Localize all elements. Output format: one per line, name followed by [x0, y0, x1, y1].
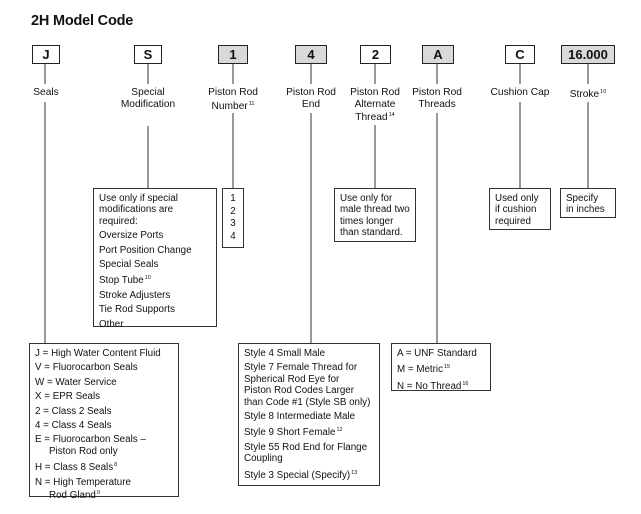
list-item: Port Position Change [99, 244, 192, 256]
footnote-ref: 10 [600, 89, 607, 95]
list-item: Tie Rod Supports [99, 304, 175, 316]
code-box-alternate-thread: 2 [360, 45, 391, 64]
label-line: Seals [33, 87, 59, 98]
diagram-title: 2H Model Code [31, 13, 134, 29]
label-special-modification: Special Modification [113, 87, 183, 110]
box-text: Use only if special [99, 193, 178, 204]
label-line: Piston Rod [350, 87, 400, 98]
code-box-cushion-cap: C [505, 45, 535, 64]
footnote-ref: 14 [388, 112, 395, 118]
label-piston-rod-end: Piston Rod End [282, 87, 340, 110]
footnote-ref: 15 [444, 364, 451, 371]
code-value: 4 [307, 47, 315, 62]
list-item: V = Fluorocarbon Seals [35, 362, 138, 374]
cushion-box: Used only if cushion required [489, 188, 551, 230]
label-cushion-cap: Cushion Cap [485, 87, 555, 99]
footnote-ref: 8 [114, 462, 118, 469]
box-text: times longer [340, 215, 394, 227]
threads-box: A = UNF Standard M = Metric15 N = No Thr… [391, 343, 491, 392]
stroke-box: Specify in inches [560, 188, 616, 218]
footnote-ref: 9 [96, 490, 100, 497]
code-value: C [515, 47, 525, 62]
list-item: Oversize Ports [99, 230, 164, 242]
list-item: Special Seals [99, 259, 159, 271]
code-value: 1 [229, 47, 237, 62]
label-line: Modification [120, 98, 176, 110]
label-line: Piston Rod [208, 87, 258, 98]
list-item: H = Class 8 Seals8 [35, 462, 118, 474]
list-item: Other [99, 318, 124, 330]
code-box-stroke: 16.000 [561, 45, 615, 64]
list-item: 2 [230, 205, 236, 217]
box-text: than standard. [340, 227, 403, 239]
list-item: 4 [230, 230, 236, 242]
list-item: 3 [230, 218, 236, 229]
box-text: Use only for [340, 193, 393, 204]
footnote-ref: 13 [351, 469, 358, 476]
list-item: Style 4 Small Male [244, 348, 326, 359]
list-item: M = Metric15 [397, 364, 451, 376]
code-box-special-modification: S [134, 45, 162, 64]
footnote-ref: 10 [144, 275, 151, 282]
box-text: male thread two [340, 204, 410, 216]
footnote-ref: 16 [462, 380, 469, 387]
code-box-piston-rod-threads: A [422, 45, 454, 64]
code-value: A [433, 47, 443, 62]
box-text: in inches [566, 204, 605, 216]
list-item: N = No Thread16 [397, 380, 469, 392]
label-line: Stroke [569, 89, 600, 100]
code-box-piston-rod-number: 1 [218, 45, 248, 64]
list-item: Style 8 Intermediate Male [244, 411, 356, 423]
list-item: Stroke Adjusters [99, 289, 171, 301]
label-line: Special [131, 87, 165, 98]
list-item: A = UNF Standard [397, 348, 477, 359]
label-line: Thread [355, 112, 388, 123]
label-line: Alternate [354, 98, 396, 110]
list-item: Style 9 Short Female12 [244, 427, 343, 439]
list-item: J = High Water Content Fluid [35, 348, 161, 359]
label-alternate-thread: Piston Rod Alternate Thread14 [345, 87, 405, 124]
list-item: 2 = Class 2 Seals [35, 405, 112, 417]
footnote-ref: 12 [336, 427, 343, 434]
footnote-ref: 11 [248, 100, 255, 107]
special-modification-box: Use only if special modifications are re… [93, 188, 217, 330]
code-value: 2 [371, 47, 380, 62]
list-item: W = Water Service [35, 376, 117, 388]
alternate-thread-box: Use only for male thread two times longe… [334, 188, 416, 242]
code-value: 16.000 [568, 47, 608, 62]
box-text: modifications are [99, 204, 174, 216]
label-line: Piston Rod [412, 87, 462, 98]
box-text: Specify [566, 193, 599, 204]
label-piston-rod-number: Piston Rod Number11 [200, 87, 266, 112]
box-text: required: [99, 215, 138, 227]
list-item: E = Fluorocarbon Seals –Piston Rod only [35, 434, 146, 457]
box-text: Used only [495, 193, 539, 204]
label-seals: Seals [26, 87, 66, 99]
label-line: Number [211, 100, 248, 112]
list-item: 1 [230, 193, 236, 204]
code-box-seals: J [32, 45, 60, 64]
label-line: Threads [418, 98, 456, 110]
label-line: Cushion Cap [490, 87, 550, 98]
list-item: 4 = Class 4 Seals [35, 420, 112, 432]
label-line: End [301, 98, 321, 110]
rod-number-box: 1 2 3 4 [222, 188, 244, 248]
list-item: Style 3 Special (Specify)13 [244, 469, 358, 481]
rod-end-box: Style 4 Small Male Style 7 Female Thread… [238, 343, 380, 486]
box-text: required [495, 215, 531, 227]
label-stroke: Stroke10 [563, 87, 613, 101]
list-item: X = EPR Seals [35, 391, 101, 403]
label-line: Piston Rod [286, 87, 336, 98]
seals-box: J = High Water Content Fluid V = Fluoroc… [29, 343, 179, 501]
box-text: if cushion [495, 204, 537, 216]
code-value: S [143, 47, 153, 62]
code-box-piston-rod-end: 4 [295, 45, 327, 64]
list-item: Stop Tube10 [99, 275, 151, 287]
label-piston-rod-threads: Piston Rod Threads [408, 87, 466, 110]
code-value: J [42, 47, 50, 62]
